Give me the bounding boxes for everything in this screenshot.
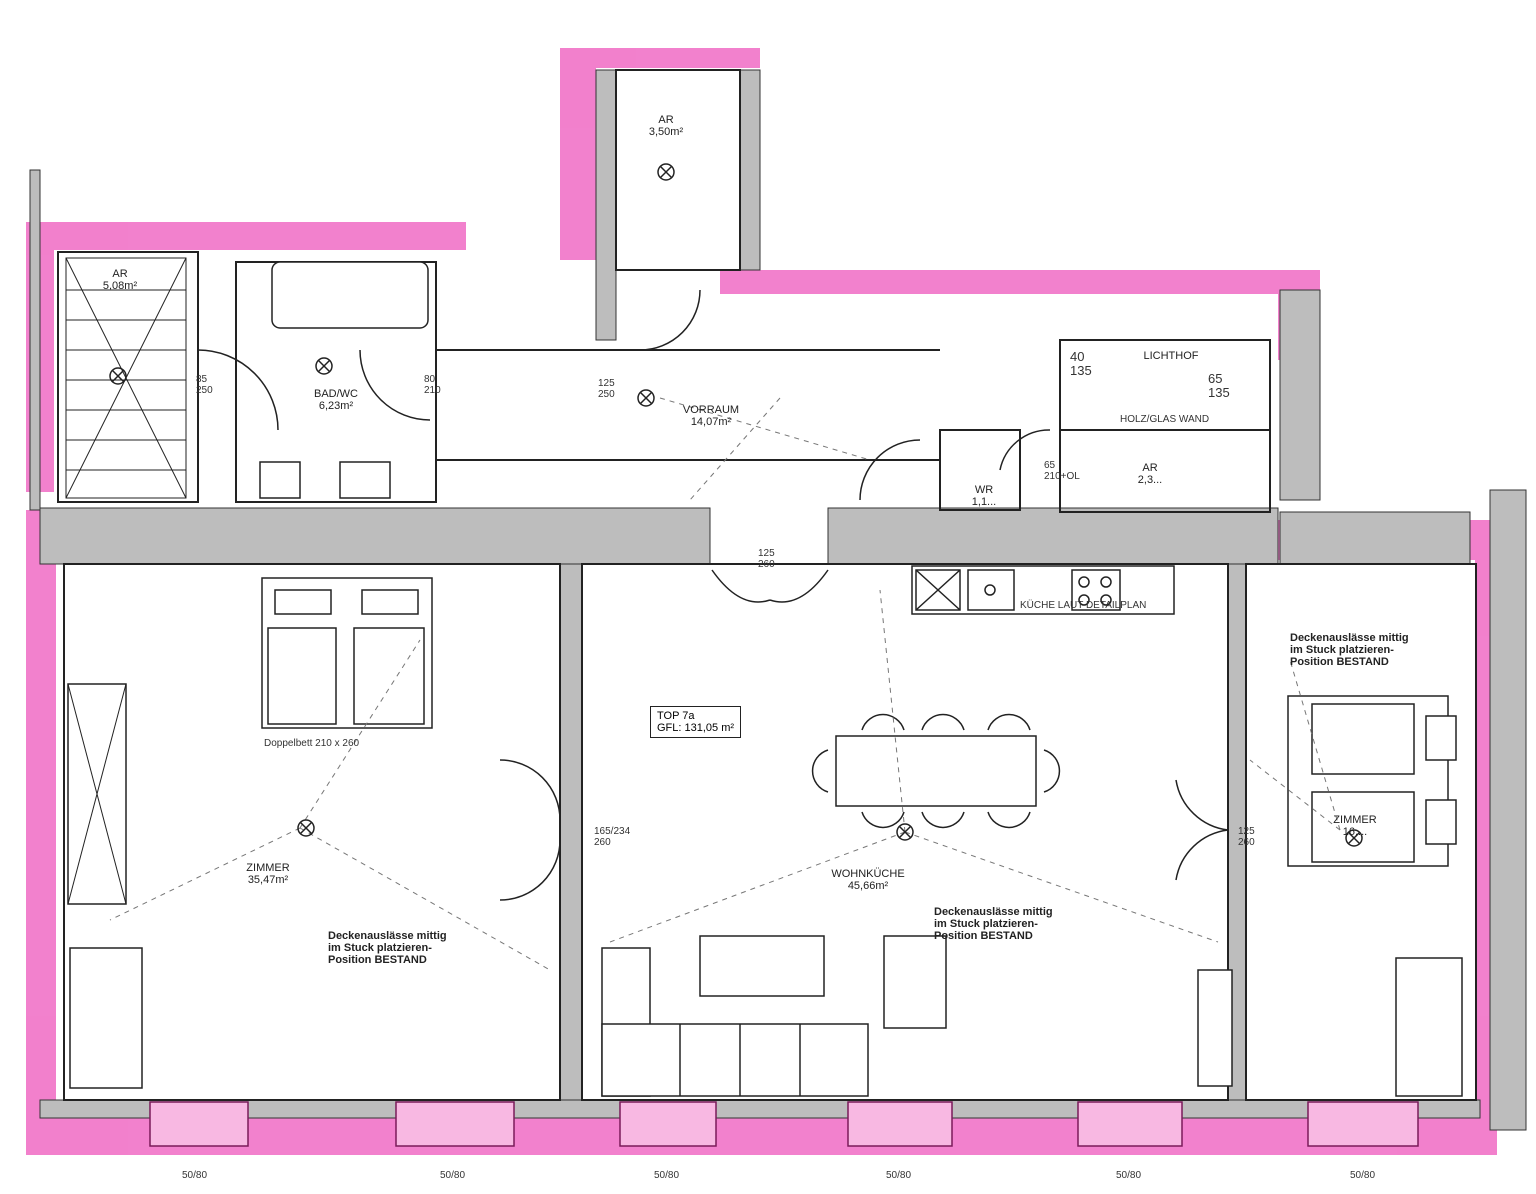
label-doppelbett: Doppelbett 210 x 260 bbox=[264, 738, 360, 749]
unit-label: TOP 7a bbox=[657, 710, 695, 722]
sofa bbox=[601, 935, 947, 1097]
bathtub bbox=[259, 261, 429, 499]
label-kueche: KÜCHE LAUT DETAILPLAN bbox=[1020, 600, 1147, 611]
unit-info-box: TOP 7a GFL: 131,05 m² bbox=[650, 706, 742, 738]
dim-bottom-3: 50/80 bbox=[654, 1170, 680, 1181]
ceiling-outlets bbox=[109, 163, 1363, 847]
unit-area: GFL: 131,05 m² bbox=[657, 722, 735, 734]
single-beds bbox=[1197, 695, 1463, 1097]
dim-bottom-1: 50/80 bbox=[182, 1170, 208, 1181]
dim-bottom-4: 50/80 bbox=[886, 1170, 912, 1181]
room-label-lichthof: LICHTHOF bbox=[1143, 350, 1199, 362]
windows bbox=[149, 1101, 1419, 1147]
dim-bottom-2: 50/80 bbox=[440, 1170, 466, 1181]
dim-bottom-6: 50/80 bbox=[1350, 1170, 1376, 1181]
doors bbox=[197, 289, 1229, 901]
dim-bottom-5: 50/80 bbox=[1116, 1170, 1142, 1181]
desk-left bbox=[69, 947, 143, 1089]
label-holzglas-wand: HOLZ/GLAS WAND bbox=[1120, 414, 1210, 425]
walls bbox=[29, 69, 1527, 1131]
double-bed bbox=[261, 577, 433, 729]
room-outlines bbox=[57, 69, 1477, 1101]
kitchen-counter bbox=[911, 565, 1175, 615]
light-connections bbox=[109, 397, 1341, 971]
dining-table bbox=[811, 713, 1061, 829]
